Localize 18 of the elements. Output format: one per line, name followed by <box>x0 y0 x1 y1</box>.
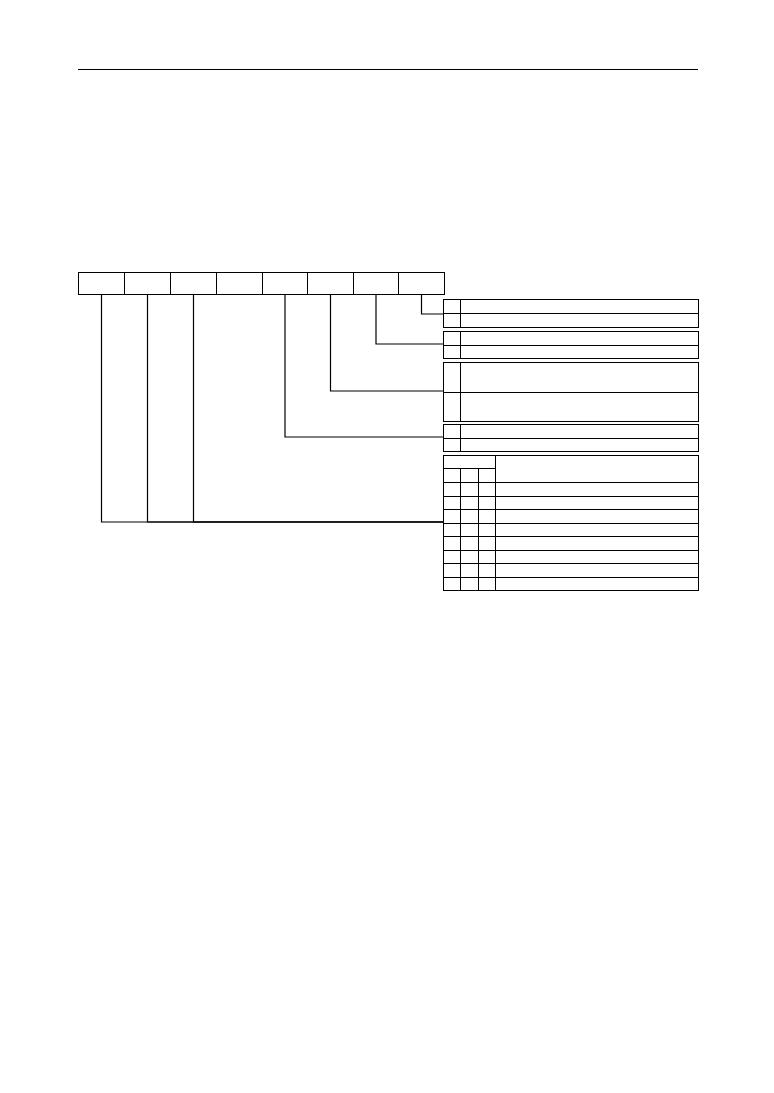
connector-line <box>329 294 444 392</box>
bit-field-box <box>307 272 354 295</box>
bit-field-box <box>216 272 263 295</box>
connector-line <box>420 294 444 315</box>
connector-line <box>375 294 444 345</box>
bit-field-box <box>78 272 125 295</box>
empty-table <box>443 455 699 591</box>
bit-field-box <box>398 272 445 295</box>
bit-field-box <box>124 272 171 295</box>
connector-line <box>284 294 444 438</box>
empty-table <box>443 299 699 328</box>
empty-table <box>443 331 699 359</box>
bit-field-box <box>353 272 399 295</box>
connector-line <box>192 294 444 523</box>
empty-table <box>443 424 699 452</box>
empty-table <box>443 362 699 422</box>
bit-field-box <box>170 272 217 295</box>
bit-field-box <box>262 272 308 295</box>
